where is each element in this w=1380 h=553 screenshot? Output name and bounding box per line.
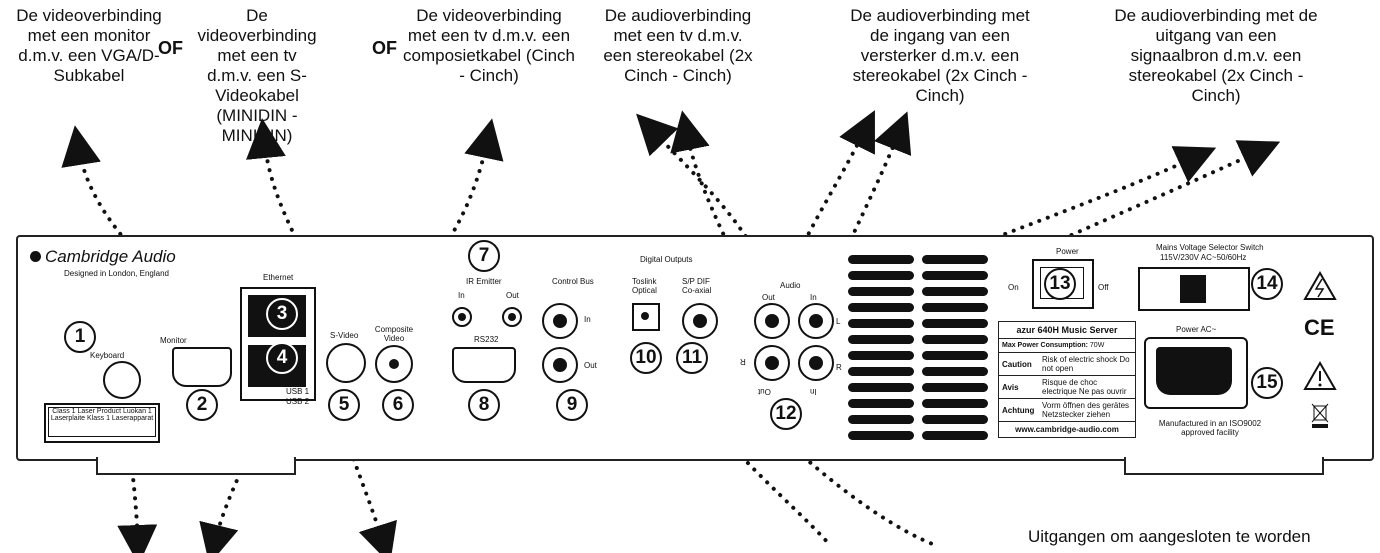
audio-in-rotated-label: In (810, 387, 817, 396)
ethernet-label: Ethernet (263, 273, 294, 282)
warning-icon (1303, 361, 1337, 390)
spdif-jack (682, 303, 718, 339)
line-optical (653, 338, 832, 547)
website-url: www.cambridge-audio.com (999, 421, 1135, 437)
foot-left (96, 457, 296, 475)
vga-port (172, 347, 232, 387)
power-off-label: Off (1098, 283, 1109, 292)
audio-in-l-jack (798, 303, 834, 339)
usb2-label: USB 2 (286, 397, 310, 406)
consumption-label: Max Power Consumption: (1002, 342, 1088, 349)
callout-9: 9 (556, 389, 588, 421)
spdif-label: S/P DIF Co-axial (682, 277, 712, 295)
brand-logo: Cambridge Audio (30, 247, 176, 267)
line-keyboard (116, 370, 158, 553)
power-on-label: On (1008, 283, 1019, 292)
callout-11: 11 (676, 342, 708, 374)
cb-out-label: Out (584, 361, 597, 370)
audio-r-label: R (836, 363, 842, 372)
toslink-port (632, 303, 660, 331)
audio-out-label: Out (762, 293, 775, 302)
caption-audio-source: De audioverbinding met de uitgang van ee… (1114, 6, 1318, 105)
high-voltage-icon (1303, 271, 1337, 300)
keyboard-label: Keyboard (90, 351, 125, 360)
monitor-label: Monitor (160, 336, 187, 345)
audio-label: Audio (780, 281, 801, 290)
callout-12: 12 (770, 398, 802, 430)
ir-emitter-label: IR Emitter (466, 277, 502, 286)
laser-label-box: Class 1 Laser Product Luokan 1 Laserplai… (44, 403, 160, 443)
usb1-label: USB 1 (286, 387, 310, 396)
line-coaxial (698, 340, 937, 547)
callout-10: 10 (630, 342, 662, 374)
audio-in-r-jack (798, 345, 834, 381)
svideo-port (326, 343, 366, 383)
mains-title: Mains Voltage Selector Switch (1156, 243, 1264, 252)
brand-tagline: Designed in London, England (64, 269, 169, 278)
callout-2: 2 (186, 389, 218, 421)
audio-out-r-jack (754, 345, 790, 381)
callout-1: 1 (64, 321, 96, 353)
toslink-label: Toslink Optical (632, 277, 657, 295)
composite-label: Composite Video (374, 325, 414, 343)
consumption-value: 70W (1089, 342, 1105, 349)
audio-in-label: In (810, 293, 817, 302)
callout-4: 4 (266, 342, 298, 374)
ir-in-label: In (458, 291, 465, 300)
caption-composite: De videoverbinding met een tv d.m.v. een… (403, 6, 575, 85)
or-label-1: OF (158, 38, 183, 58)
callout-7: 7 (468, 240, 500, 272)
ir-out-jack (502, 307, 522, 327)
svideo-label: S-Video (330, 331, 359, 340)
ce-mark: CE (1304, 315, 1335, 340)
model-name: azur 640H Music Server (1016, 325, 1118, 335)
iso-label: Manufactured in an ISO9002 approved faci… (1158, 419, 1262, 437)
keyboard-port (103, 361, 141, 399)
caption-audio-tv: De audioverbinding met een tv d.m.v. een… (603, 6, 753, 85)
audio-r-rotated-label: R (740, 357, 746, 366)
caption-audio-amp: De audioverbinding met de ingang van een… (850, 6, 1030, 105)
callout-8: 8 (468, 389, 500, 421)
line-audio-amp-2 (818, 111, 912, 307)
audio-out-rotated-label: Out (758, 387, 771, 396)
brand-name: Cambridge Audio (45, 247, 176, 266)
consumption-row: Max Power Consumption: 70W (999, 338, 1135, 352)
or-label-2: OF (372, 38, 397, 58)
caption-outputs: Uitgangen om aangesloten te worden (1028, 527, 1311, 546)
logo-dot-icon (30, 251, 41, 262)
callout-15: 15 (1251, 367, 1283, 399)
power-ac-label: Power AC~ (1176, 325, 1217, 334)
audio-l-label: L (836, 317, 841, 326)
ir-in-jack (452, 307, 472, 327)
weee-bin-icon (1311, 403, 1329, 428)
composite-port (375, 345, 413, 383)
caption-vga: De videoverbinding met een monitor d.m.v… (16, 6, 162, 85)
callout-6: 6 (382, 389, 414, 421)
power-inlet (1144, 337, 1248, 409)
foot-right (1124, 457, 1324, 475)
mains-range: 115V/230V AC~50/60Hz (1160, 253, 1247, 262)
mains-selector[interactable] (1138, 267, 1250, 311)
callout-14: 14 (1251, 268, 1283, 300)
ir-out-label: Out (506, 291, 519, 300)
audio-out-l-jack (754, 303, 790, 339)
power-label: Power (1056, 247, 1079, 256)
callout-5: 5 (328, 389, 360, 421)
info-plate: azur 640H Music Server Max Power Consump… (998, 321, 1136, 438)
line-audio-source-1 (818, 146, 1217, 312)
cb-in-label: In (584, 315, 591, 324)
control-bus-out-jack (542, 347, 578, 383)
digital-outputs-label: Digital Outputs (640, 255, 693, 264)
control-bus-in-jack (542, 303, 578, 339)
callout-3: 3 (266, 298, 298, 330)
callout-13: 13 (1044, 268, 1076, 300)
laser-label: Class 1 Laser Product Luokan 1 Laserplai… (48, 407, 156, 437)
rs232-port (452, 347, 516, 383)
rs232-label: RS232 (474, 335, 499, 344)
control-bus-label: Control Bus (552, 277, 594, 286)
